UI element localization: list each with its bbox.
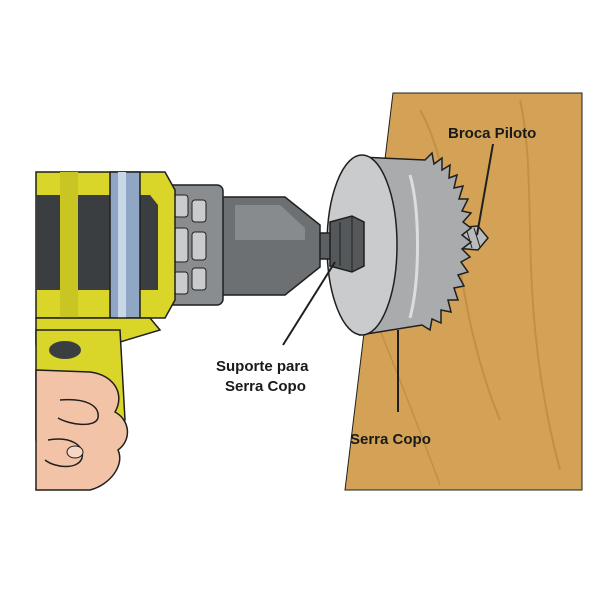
label-arbor-line1: Suporte para xyxy=(216,358,309,375)
drill-body xyxy=(35,171,176,346)
drill-chuck xyxy=(164,184,321,306)
arbor-adapter xyxy=(317,215,365,273)
label-arbor-line2: Serra Copo xyxy=(225,378,306,395)
leader-lines xyxy=(282,143,494,412)
label-pilot-bit: Broca Piloto xyxy=(448,125,536,142)
hand xyxy=(35,369,129,491)
label-hole-saw: Serra Copo xyxy=(350,431,431,448)
pilot-bit-leader xyxy=(476,143,494,236)
arbor-leader xyxy=(282,261,336,346)
